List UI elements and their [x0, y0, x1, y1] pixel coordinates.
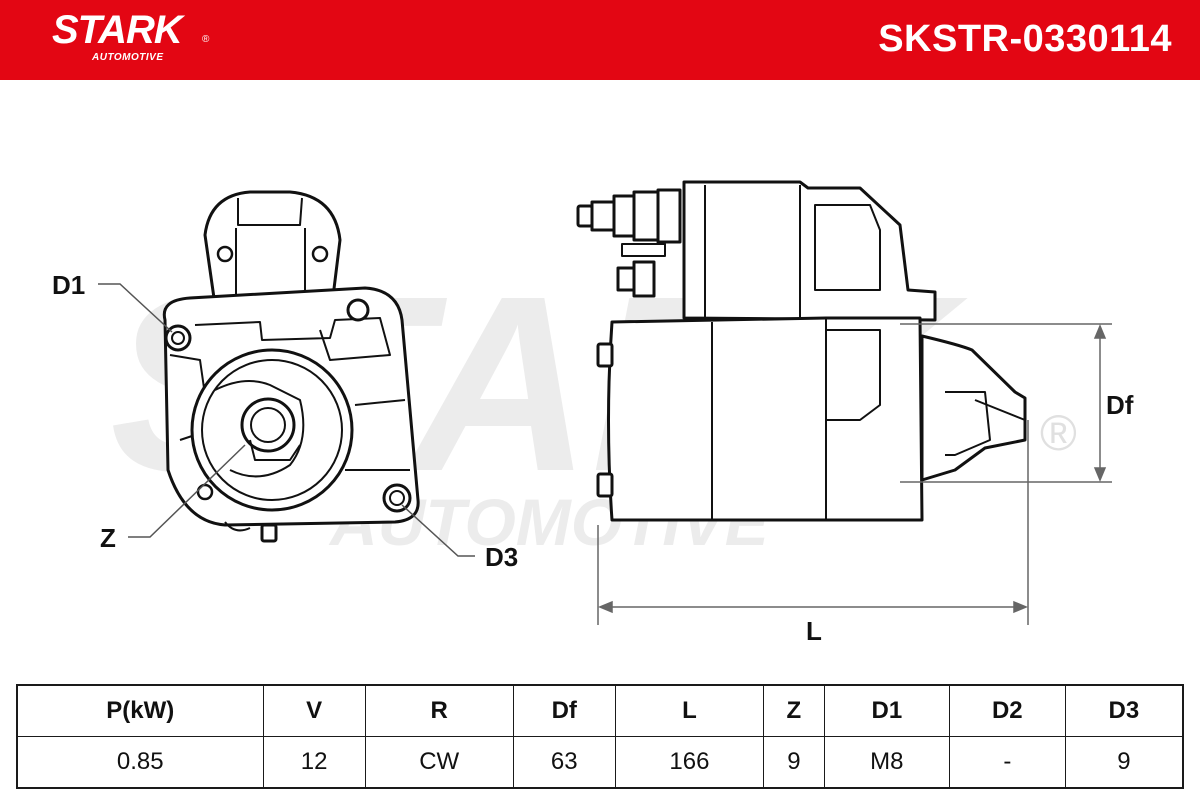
spec-header-d3: D3: [1064, 684, 1184, 737]
front-view-callouts: [98, 283, 475, 557]
spec-header-voltage: V: [262, 684, 366, 737]
spec-value-voltage: 12: [262, 736, 366, 789]
side-view-starter: [576, 180, 1027, 522]
spec-header-df: Df: [512, 684, 616, 737]
spec-value-power: 0.85: [16, 736, 264, 789]
spec-value-d2: -: [948, 736, 1066, 789]
spec-header-length: L: [614, 684, 764, 737]
solenoid: [682, 180, 937, 322]
spec-header-row: P(kW) V R Df L Z D1 D2 D3: [16, 684, 1184, 737]
spec-value-d1: M8: [823, 736, 950, 789]
motor-body: [607, 316, 924, 522]
mount-hole-top-right: [346, 298, 370, 322]
spec-table: P(kW) V R Df L Z D1 D2 D3 0.85 12 CW 63 …: [16, 684, 1184, 789]
spec-value-df: 63: [512, 736, 616, 789]
label-z: Z: [100, 523, 116, 553]
spec-header-d2: D2: [948, 684, 1066, 737]
stark-logo: STARK ® AUTOMOTIVE: [52, 8, 209, 63]
front-view-starter: [162, 190, 420, 543]
spec-value-rotation: CW: [364, 736, 514, 789]
header-bar: STARK ® AUTOMOTIVE SKSTR-0330114: [0, 0, 1200, 80]
spec-value-length: 166: [614, 736, 764, 789]
drive-end-nose: [920, 334, 1027, 482]
spec-header-rotation: R: [364, 684, 514, 737]
spec-value-teeth: 9: [762, 736, 825, 789]
label-d1: D1: [52, 270, 85, 300]
logo-subtitle: AUTOMOTIVE: [92, 52, 164, 63]
label-l: L: [806, 616, 822, 646]
spec-header-power: P(kW): [16, 684, 264, 737]
logo-brand: STARK: [52, 8, 183, 52]
watermark-registered: ®: [1040, 405, 1077, 461]
spec-header-d1: D1: [823, 684, 950, 737]
logo-registered-mark: ®: [202, 34, 210, 45]
spec-value-row: 0.85 12 CW 63 166 9 M8 - 9: [16, 736, 1184, 789]
label-d3: D3: [485, 542, 518, 572]
part-number: SKSTR-0330114: [878, 18, 1172, 60]
spec-value-d3: 9: [1064, 736, 1184, 789]
side-view-dimensions: [597, 323, 1112, 625]
spec-header-teeth: Z: [762, 684, 825, 737]
technical-drawing: STARK AUTOMOTIVE ®: [52, 180, 1134, 646]
label-df: Df: [1106, 390, 1134, 420]
